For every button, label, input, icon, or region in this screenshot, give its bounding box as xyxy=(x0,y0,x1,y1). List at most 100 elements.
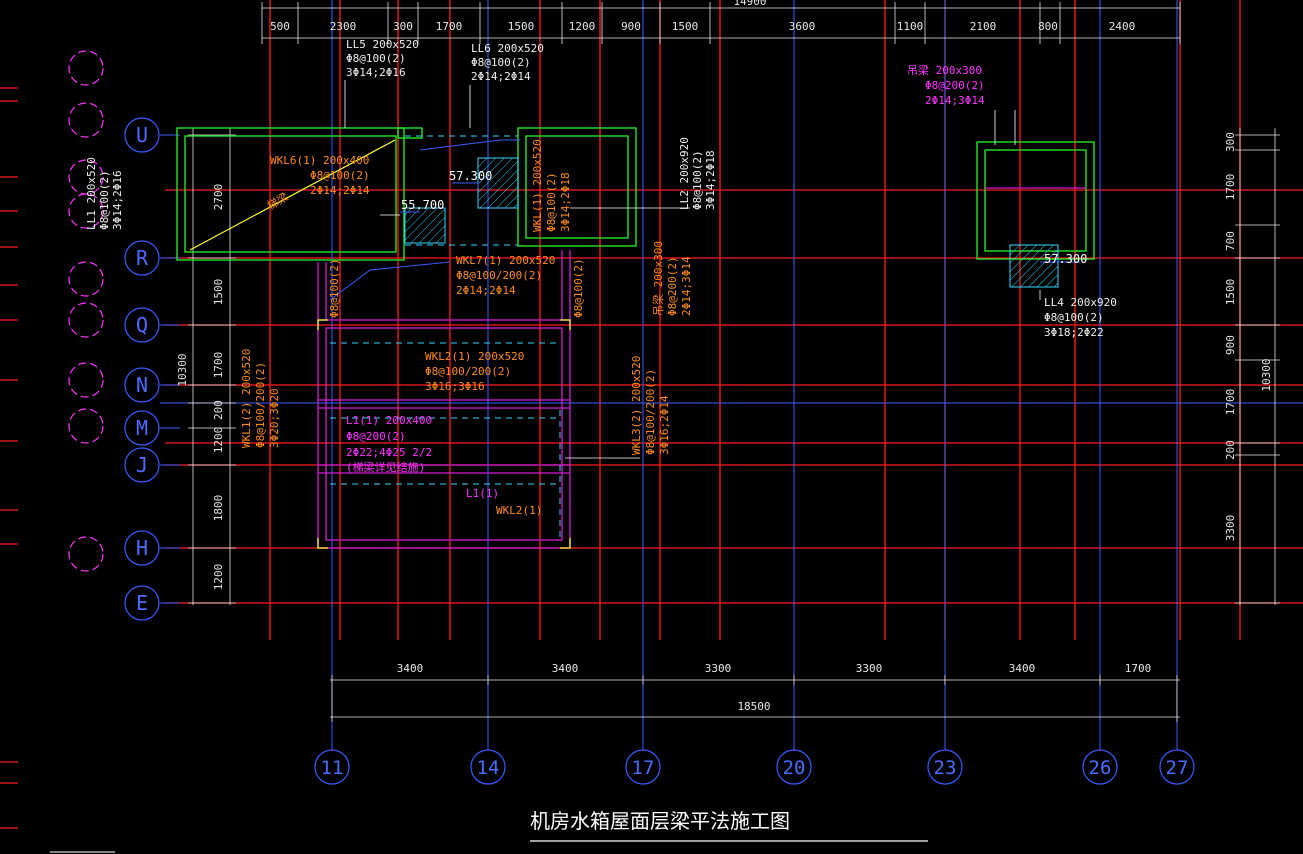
ll5-label: Φ8@100(2) xyxy=(346,52,406,65)
drawing-title: 机房水箱屋面层梁平法施工图 xyxy=(530,809,790,833)
wkl7-label: Φ8@100/200(2) xyxy=(456,269,542,282)
right-dim: 1500 xyxy=(1224,279,1237,306)
top-dim: 500 xyxy=(270,20,290,33)
left-dim: 1200 xyxy=(212,427,225,454)
row-axis-bubble xyxy=(124,367,160,403)
ll4-label: LL4 200x920 xyxy=(1044,296,1117,309)
row-axis-bubble xyxy=(124,240,160,276)
beam-labels-orange: WKL6(1) 200x400 Φ8@100(2) 2Φ14;2Φ14 梯梁 W… xyxy=(240,139,693,517)
col-axis-label-26: 26 xyxy=(1089,757,1112,779)
column-axis-labels: 11 14 17 20 23 26 27 xyxy=(321,757,1189,779)
l1-label: Φ8@200(2) xyxy=(346,430,406,443)
wkl2-label: Φ8@100/200(2) xyxy=(425,365,511,378)
wkl3-label: 3Φ16;2Φ14 xyxy=(658,395,671,455)
column-axis-bubble-group xyxy=(314,749,1195,785)
wkl-vertical-label: Φ8@100(2) xyxy=(545,172,558,232)
col-axis-bubble xyxy=(776,749,812,785)
row-axis-bubble xyxy=(124,585,160,621)
row-axis-label-n: N xyxy=(136,373,148,397)
col-axis-label-11: 11 xyxy=(321,757,344,779)
hang-beam-label: Φ8@200(2) xyxy=(666,256,679,316)
col-axis-label-14: 14 xyxy=(477,757,500,779)
wkl1-label: WKL1(2) 200x520 xyxy=(240,349,253,448)
ll1-label: LL1 200x520 xyxy=(85,157,98,230)
elevation-label: 57.300 xyxy=(449,169,492,183)
ll4-label: 3Φ18;2Φ22 xyxy=(1044,326,1104,339)
wkl1-label: Φ8@100/200(2) xyxy=(254,362,267,448)
top-dimension-texts: 14900 500 2300 300 1700 1500 1200 900 15… xyxy=(270,0,1135,33)
row-axis-label-j: J xyxy=(136,453,148,477)
top-dim: 1500 xyxy=(508,20,535,33)
l1-label: L1(1) 200x400 xyxy=(346,414,432,427)
hang-beam-label-2: Φ8@200(2) xyxy=(925,79,985,92)
row-axis-bubble xyxy=(124,410,160,446)
left-dim: 1500 xyxy=(212,279,225,306)
top-dim: 3600 xyxy=(789,20,816,33)
hang-beam-label: 吊梁 200x300 xyxy=(651,241,665,316)
top-dim: 1700 xyxy=(436,20,463,33)
col-axis-bubble xyxy=(1082,749,1118,785)
ll6-label: LL6 200x520 xyxy=(471,42,544,55)
ll5-label: 3Φ14;2Φ16 xyxy=(346,66,406,79)
ll2-label: Φ8@100(2) xyxy=(691,150,704,210)
top-dim: 1200 xyxy=(569,20,596,33)
right-overall-dim: 10300 xyxy=(1260,358,1273,391)
top-dim: 1500 xyxy=(672,20,699,33)
l1b-label: L1(1) xyxy=(466,487,499,500)
wkl-vertical-label: 3Φ14;2Φ18 xyxy=(559,172,572,232)
wkl2-label: WKL2(1) 200x520 xyxy=(425,350,524,363)
left-axis-bubbles xyxy=(68,50,104,572)
axis-lines xyxy=(160,0,1303,750)
bottom-dim: 3300 xyxy=(856,662,883,675)
hang-beam-label: 2Φ14;3Φ14 xyxy=(680,256,693,316)
wkl6-label: Φ8@100(2) xyxy=(310,169,370,182)
ll2-label: LL2 200x920 xyxy=(678,137,691,210)
ll2-label: 3Φ14;2Φ18 xyxy=(704,150,717,210)
right-dim: 300 xyxy=(1224,132,1237,152)
ll5-label: LL5 200x520 xyxy=(346,38,419,51)
right-dimension-texts: 300 1700 700 1500 900 1700 200 3300 1030… xyxy=(1224,132,1273,541)
ll6-label: 2Φ14;2Φ14 xyxy=(471,70,531,83)
col-axis-bubble xyxy=(1159,749,1195,785)
row-axis-bubble xyxy=(124,530,160,566)
left-dimension-texts: 2700 1500 1700 200 1200 1800 1200 10300 xyxy=(176,184,225,591)
column-corners xyxy=(317,319,571,549)
row-axis-label-e: E xyxy=(136,591,148,615)
top-dim: 300 xyxy=(393,20,413,33)
stirrup-label: Φ8@100(2) xyxy=(572,258,585,318)
row-axis-label-r: R xyxy=(136,246,149,270)
col-axis-label-17: 17 xyxy=(632,757,655,779)
elevation-label: 55.700 xyxy=(401,198,444,212)
left-dim: 200 xyxy=(212,400,225,420)
top-dim: 900 xyxy=(621,20,641,33)
bottom-dim: 3400 xyxy=(552,662,579,675)
row-axis-bubble xyxy=(124,307,160,343)
elevation-marks: 57.300 55.700 57.300 xyxy=(401,169,1087,266)
right-dim: 1700 xyxy=(1224,174,1237,201)
row-axis-label-h: H xyxy=(136,536,148,560)
top-dim: 2400 xyxy=(1109,20,1136,33)
wkl2-label: 3Φ16;3Φ16 xyxy=(425,380,485,393)
left-dim: 1700 xyxy=(212,352,225,379)
stair-diagonal xyxy=(189,139,396,251)
elevation-label: 57.300 xyxy=(1044,252,1087,266)
bottom-dim: 3400 xyxy=(397,662,424,675)
left-overall-dim: 10300 xyxy=(176,353,189,386)
bottom-dim: 3400 xyxy=(1009,662,1036,675)
dashed-beams xyxy=(330,135,561,540)
leader-lines xyxy=(329,139,1080,301)
beam-labels-magenta: 吊梁 200x300 Φ8@200(2) 2Φ14;3Φ14 L1(1) 200… xyxy=(346,63,985,500)
beam-labels-white: LL5 200x520 Φ8@100(2) 3Φ14;2Φ16 LL6 200x… xyxy=(85,38,1117,339)
l1-label: (梯梁详见结施) xyxy=(346,460,425,474)
stair-label: 梯梁 xyxy=(265,189,291,212)
wkl6-label: WKL6(1) 200x400 xyxy=(270,154,369,167)
bottom-dim: 1700 xyxy=(1125,662,1152,675)
bottom-overall-dim: 18500 xyxy=(737,700,770,713)
wkl2b-label: WKL2(1) xyxy=(496,504,542,517)
col-axis-label-20: 20 xyxy=(783,757,806,779)
l1-label: 2Φ22;4Φ25 2/2 xyxy=(346,446,432,459)
right-dim: 200 xyxy=(1224,440,1237,460)
beam-outlines xyxy=(317,187,1086,549)
wkl3-label: Φ8@100/200(2) xyxy=(644,369,657,455)
